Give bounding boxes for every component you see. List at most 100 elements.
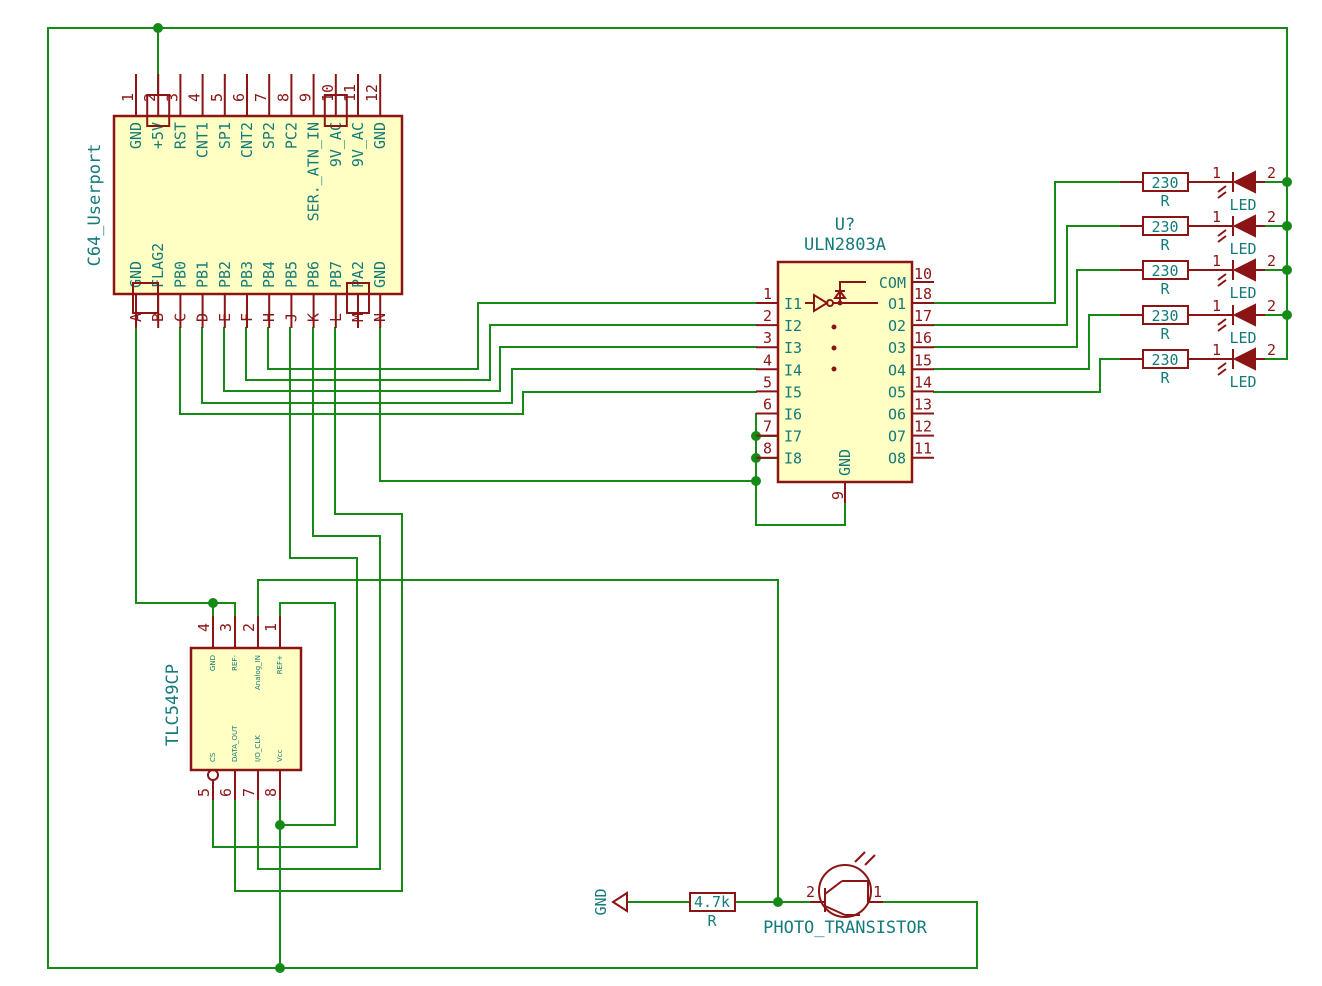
uln-output-pin-label: O5 — [888, 383, 906, 401]
led-ref: LED — [1229, 240, 1256, 258]
c64-top-pin-number: 10 — [319, 84, 337, 102]
led-light-arrow — [1217, 235, 1227, 243]
c64-9vac-pin-box — [323, 94, 348, 127]
led-pin2: 2 — [1267, 252, 1276, 270]
uln-output-pin-label: O3 — [888, 339, 906, 357]
uln-input-pin-number: 1 — [763, 285, 772, 303]
svg-text:COM: COM — [879, 274, 906, 292]
phototransistor-icon — [818, 864, 872, 918]
photo-transistor: 2 1 PHOTO_TRANSISTOR — [763, 851, 928, 938]
c64-5v-pin-box — [146, 94, 171, 127]
uln-input-pin-number: 5 — [763, 373, 772, 391]
c64-bottom-pin-label: PB3 — [238, 261, 256, 288]
led-ref: LED — [1229, 196, 1256, 214]
c64-bottom-pin-letter: H — [260, 313, 278, 322]
r47-ref: R — [707, 912, 717, 930]
junctions — [153, 23, 1292, 973]
svg-text:9: 9 — [829, 491, 847, 500]
c64-flag2-pin-box — [132, 282, 159, 314]
uln-input-pin-label: I5 — [784, 383, 802, 401]
resistor-value: 230 — [1151, 351, 1178, 369]
uln-input-pin-label: I8 — [784, 450, 802, 468]
uln-output-pin-number: 15 — [914, 351, 932, 369]
c64-bottom-pin-letter: K — [305, 313, 323, 322]
photo-pin-left: 2 — [806, 883, 815, 901]
c64-bottom-pin-letter: M — [349, 313, 367, 322]
uln-input-pin-number: 4 — [763, 351, 772, 369]
c64-top-pin-number: 11 — [341, 84, 359, 102]
adc-top-pin-label: REF+ — [276, 655, 284, 674]
c64-bottom-pin-letter: N — [371, 313, 389, 322]
adc-bottom-pin-number: 6 — [217, 788, 235, 797]
c64-top-pin-label: CNT2 — [238, 122, 256, 158]
resistor-ref: R — [1160, 236, 1170, 254]
adc-top-pin-label: Analog_IN — [254, 655, 262, 690]
resistor-ref: R — [1160, 280, 1170, 298]
led-light-arrow — [1217, 368, 1227, 376]
c64-top-pin-number: 6 — [230, 93, 248, 102]
uln-input-pin-number: 6 — [763, 396, 772, 414]
adc-cs-inversion-bubble — [207, 769, 219, 781]
led-icon — [1232, 303, 1256, 327]
c64-top-pin-number: 3 — [163, 93, 181, 102]
uln-internal-symbol — [805, 281, 878, 372]
uln-output-pin-label: O2 — [888, 317, 906, 335]
adc-top-pin-number: 4 — [195, 623, 213, 632]
c64-bottom-pins: AGNDBFLAG2CPB0DPB1EPB2FPB3HPB4JPB5KPB6LP… — [127, 243, 389, 328]
led-icon — [1232, 258, 1256, 282]
adc-bottom-pin-label: CS — [209, 752, 217, 762]
c64-top-pin-label: GND — [127, 122, 145, 149]
photo-name: PHOTO_TRANSISTOR — [763, 918, 928, 938]
led-pin2: 2 — [1267, 164, 1276, 182]
c64-top-pin-label: 9V_AC — [327, 122, 345, 167]
c64-top-pin-label: +5V — [149, 122, 167, 149]
r47-resistor: 4.7k R — [689, 892, 736, 930]
adc-name: TLC549CP — [163, 664, 183, 746]
adc-top-pin-label: REF- — [231, 655, 239, 671]
uln-gnd-pin: GND 9 — [829, 449, 854, 503]
c64-bottom-pin-letter: A — [127, 313, 145, 322]
c64-top-pin-label: GND — [371, 122, 389, 149]
uln-output-pin-label: O1 — [888, 295, 906, 313]
c64-bottom-pin-letter: J — [282, 313, 300, 322]
c64-top-pin-number: 8 — [274, 93, 292, 102]
c64-top-pin-number: 1 — [119, 93, 137, 102]
uln-com-pin: COM 10 — [879, 265, 934, 292]
adc-bottom-pin-number: 7 — [240, 788, 258, 797]
uln-input-pin-number: 7 — [763, 418, 772, 436]
uln-ref: U? — [835, 215, 855, 235]
uln-gnd-wires — [379, 327, 846, 526]
led-light-arrow — [1217, 362, 1227, 370]
adc-bottom-pin-number: 8 — [262, 788, 280, 797]
c64-bottom-pin-label: PA2 — [349, 261, 367, 288]
svg-text:GND: GND — [836, 449, 854, 476]
led-pin1: 1 — [1212, 208, 1221, 226]
c64-bottom-pin-label: PB0 — [171, 261, 189, 288]
adc-bottom-pin-label: DATA_OUT — [231, 725, 239, 762]
led-light-arrow — [1217, 279, 1227, 287]
c64-top-pin-label: 9V_AC — [349, 122, 367, 167]
uln-output-wires — [933, 181, 1121, 393]
c64-top-pin-label: SP1 — [216, 122, 234, 149]
c64-top-pin-number: 12 — [363, 84, 381, 102]
led-ref: LED — [1229, 284, 1256, 302]
uln-output-pin-number: 12 — [914, 418, 932, 436]
led-light-arrow — [1217, 185, 1227, 193]
led-pin2: 2 — [1267, 297, 1276, 315]
led-ref: LED — [1229, 329, 1256, 347]
c64-top-pin-number: 4 — [186, 93, 204, 102]
uln-output-pin-label: O6 — [888, 406, 906, 424]
adc-bottom-pin-label: I/O_CLK — [254, 735, 262, 762]
c64-top-pin-number: 7 — [252, 93, 270, 102]
resistor-ref: R — [1160, 369, 1170, 387]
resistor-value: 230 — [1151, 174, 1178, 192]
adc-top-pin-number: 3 — [217, 623, 235, 632]
uln-output-pin-number: 18 — [914, 285, 932, 303]
resistor-ref: R — [1160, 192, 1170, 210]
c64-top-pin-number: 5 — [208, 93, 226, 102]
c64-bottom-pin-letter: E — [216, 313, 234, 322]
uln-input-pin-number: 3 — [763, 329, 772, 347]
